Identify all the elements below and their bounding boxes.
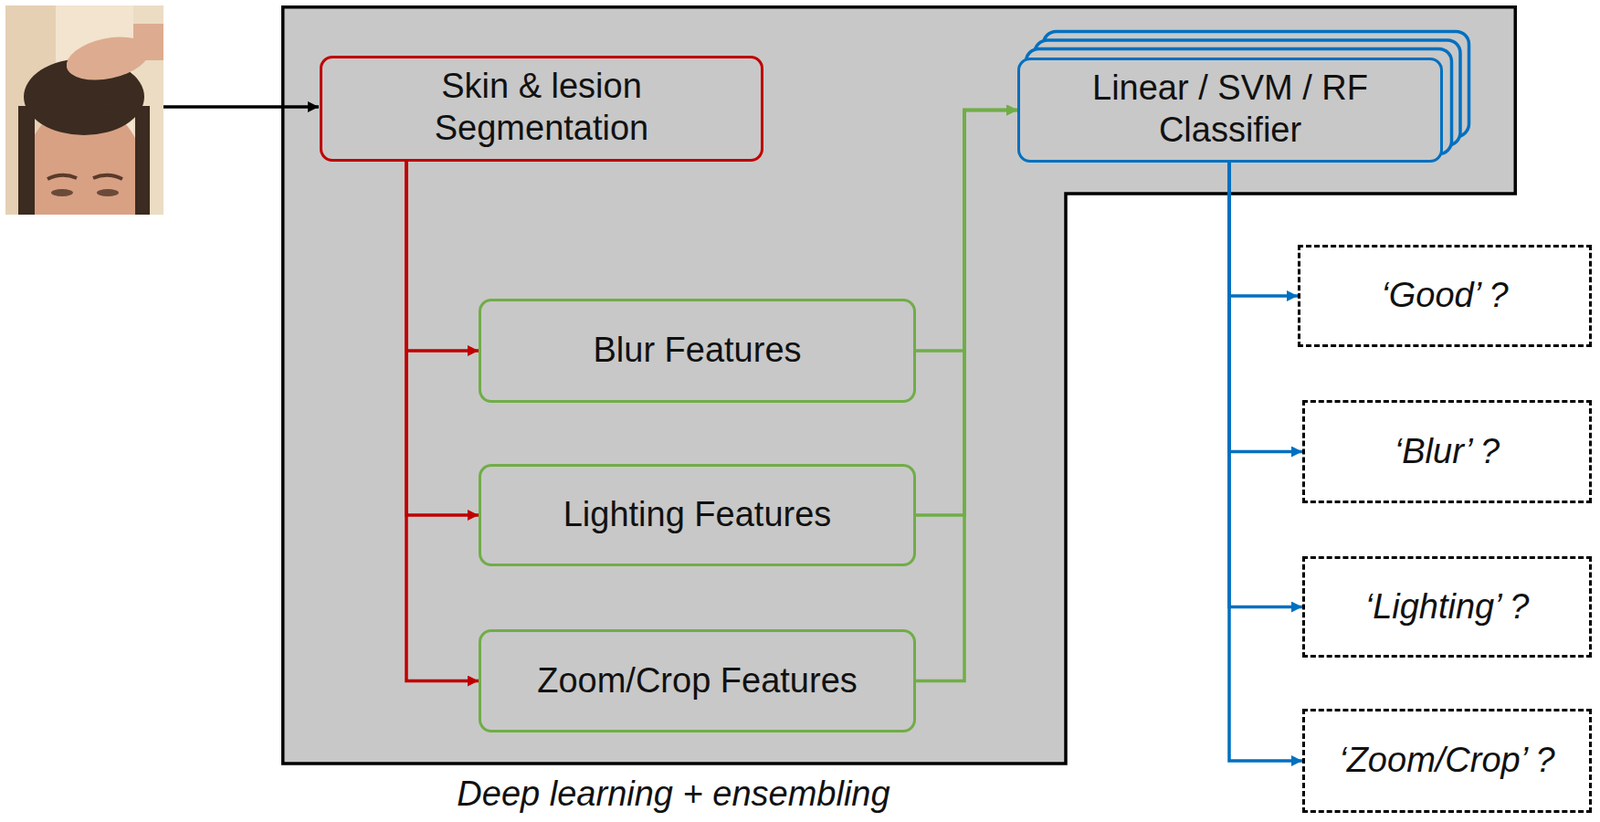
output-box: ‘Lighting’ ? <box>1302 556 1592 658</box>
feature-box: Zoom/Crop Features <box>478 629 916 733</box>
box-label: ‘Zoom/Crop’ ? <box>1338 739 1556 782</box>
flow-arrow <box>1229 162 1303 607</box>
input-arrow <box>163 105 319 109</box>
output-box: ‘Zoom/Crop’ ? <box>1302 708 1592 813</box>
box-label: ‘Blur’ ? <box>1394 431 1500 474</box>
flow-arrow <box>406 161 479 351</box>
feature-box: Blur Features <box>478 298 916 403</box>
flow-arrow <box>406 161 479 516</box>
flow-arrow <box>915 110 1018 682</box>
flow-arrow <box>1229 162 1303 452</box>
flow-arrow <box>406 161 479 682</box>
box-label: Linear / SVM / RF Classifier <box>1047 67 1413 151</box>
output-box: ‘Blur’ ? <box>1302 400 1592 504</box>
flow-arrow <box>1229 162 1298 296</box>
output-box: ‘Good’ ? <box>1297 244 1592 348</box>
process-box: Skin & lesion Segmentation <box>319 55 764 162</box>
box-label: ‘Good’ ? <box>1380 274 1508 317</box>
flow-arrow <box>1229 162 1303 761</box>
box-label: ‘Lighting’ ? <box>1365 586 1530 629</box>
box-label: Blur Features <box>592 329 801 372</box>
box-label: Zoom/Crop Features <box>536 660 858 703</box>
box-label: Skin & lesion Segmentation <box>358 65 725 149</box>
patient-photo <box>5 5 164 215</box>
flow-arrow <box>915 110 1018 516</box>
box-label: Lighting Features <box>563 494 832 537</box>
region-caption: Deep learning + ensembling <box>281 774 1066 815</box>
feature-box: Lighting Features <box>478 463 916 567</box>
flow-arrow <box>915 110 1018 352</box>
classifier-box: Linear / SVM / RF Classifier <box>1017 57 1443 163</box>
